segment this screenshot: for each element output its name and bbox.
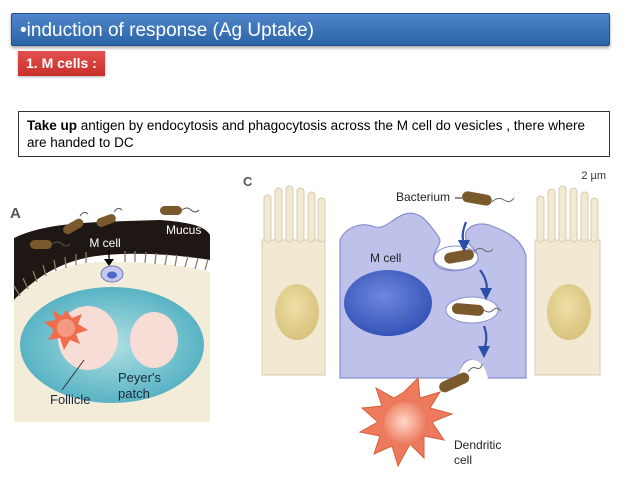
label-mucus: Mucus (166, 223, 201, 237)
label-dendritic-2: cell (454, 453, 472, 467)
label-m-cell-c: M cell (370, 251, 401, 265)
epithelial-cell-right (534, 185, 601, 376)
m-cell-nucleus (344, 270, 432, 336)
flagella-panel-a (51, 207, 200, 247)
description-text: antigen by endocytosis and phagocytosis … (27, 118, 586, 150)
label-peyers-2: patch (118, 386, 150, 401)
panel-c-letter: C (243, 174, 253, 189)
panel-a-letter: A (10, 205, 21, 222)
m-cell-pointer-head (104, 259, 114, 266)
label-follicle: Follicle (50, 392, 90, 407)
follicle-pointer (61, 359, 85, 391)
description-box: Take up antigen by endocytosis and phago… (18, 111, 610, 157)
panel-a: A M cell Mucus Peyer's patch Follicle (10, 205, 210, 422)
label-dendritic-1: Dendritic (454, 438, 501, 452)
m-cell-small-nucleus (107, 271, 117, 279)
germinal-center-right (130, 312, 178, 368)
label-bacterium: Bacterium (396, 190, 450, 204)
label-m-cell-a: M cell (89, 236, 120, 250)
arrow-heads (458, 240, 492, 358)
bacteria-panel-a (30, 206, 182, 249)
scale-label: 2 µm (581, 170, 606, 182)
slide-title: •induction of response (Ag Uptake) (11, 13, 610, 46)
dendritic-cell-small (44, 310, 88, 350)
microvilli (13, 251, 209, 297)
bacteria-panel-c (439, 191, 492, 393)
flagella-panel-c (467, 197, 515, 373)
epithelial-cell-left (261, 185, 326, 376)
section-subtitle: 1. M cells : (18, 51, 105, 76)
label-peyers-1: Peyer's (118, 370, 161, 385)
panel-c: C 2 µm (243, 170, 606, 468)
dendritic-cell (358, 376, 454, 468)
mucus-layer (14, 220, 210, 300)
description-bold: Take up (27, 118, 78, 133)
